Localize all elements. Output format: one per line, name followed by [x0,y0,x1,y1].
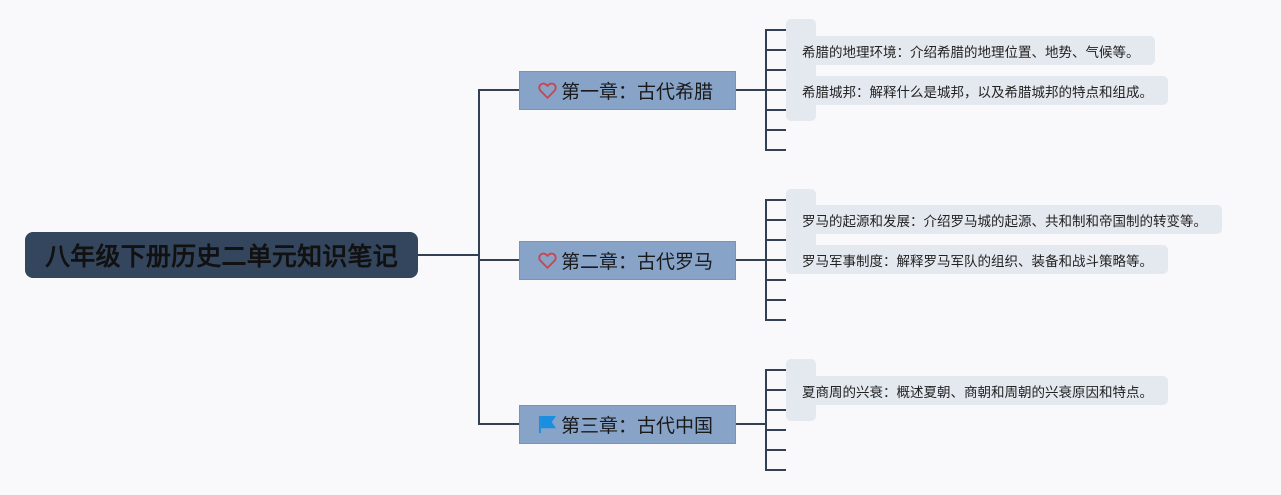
chapter-topic-greece[interactable]: 第一章：古代希腊 [519,71,736,110]
chapter-topic-label: 第三章：古代中国 [561,415,714,437]
chapter-topic-china[interactable]: 第三章：古代中国 [519,405,736,444]
subtopic-text: 希腊城邦：解释什么是城邦，以及希腊城邦的特点和组成。 [802,84,1153,101]
heart-icon [537,81,557,101]
subtopic-rome-origins[interactable]: 罗马的起源和发展：介绍罗马城的起源、共和制和帝国制的转变等。 [786,205,1222,234]
subtopic-text: 罗马军事制度：解释罗马军队的组织、装备和战斗策略等。 [802,253,1153,270]
subtopic-text: 希腊的地理环境：介绍希腊的地理位置、地势、气候等。 [802,44,1140,61]
subtopic-text: 夏商周的兴衰：概述夏朝、商朝和周朝的兴衰原因和特点。 [802,384,1153,401]
root-topic[interactable]: 八年级下册历史二单元知识笔记 [25,232,418,278]
chapter-topic-label: 第二章：古代罗马 [561,251,714,273]
heart-icon [537,251,557,271]
empty-subtopic[interactable] [786,359,816,381]
root-topic-title: 八年级下册历史二单元知识笔记 [45,242,398,271]
subtopic-rome-military[interactable]: 罗马军事制度：解释罗马军队的组织、装备和战斗策略等。 [786,245,1168,274]
chapter-topic-rome[interactable]: 第二章：古代罗马 [519,241,736,280]
subtopic-greece-geography[interactable]: 希腊的地理环境：介绍希腊的地理位置、地势、气候等。 [786,36,1155,65]
chapter-topic-label: 第一章：古代希腊 [561,81,714,103]
empty-subtopic[interactable] [786,19,816,41]
subtopic-text: 罗马的起源和发展：介绍罗马城的起源、共和制和帝国制的转变等。 [802,213,1207,230]
flag-icon [537,415,557,435]
subtopic-greece-city-states[interactable]: 希腊城邦：解释什么是城邦，以及希腊城邦的特点和组成。 [786,76,1168,105]
subtopic-xia-shang-zhou[interactable]: 夏商周的兴衰：概述夏朝、商朝和周朝的兴衰原因和特点。 [786,376,1168,405]
